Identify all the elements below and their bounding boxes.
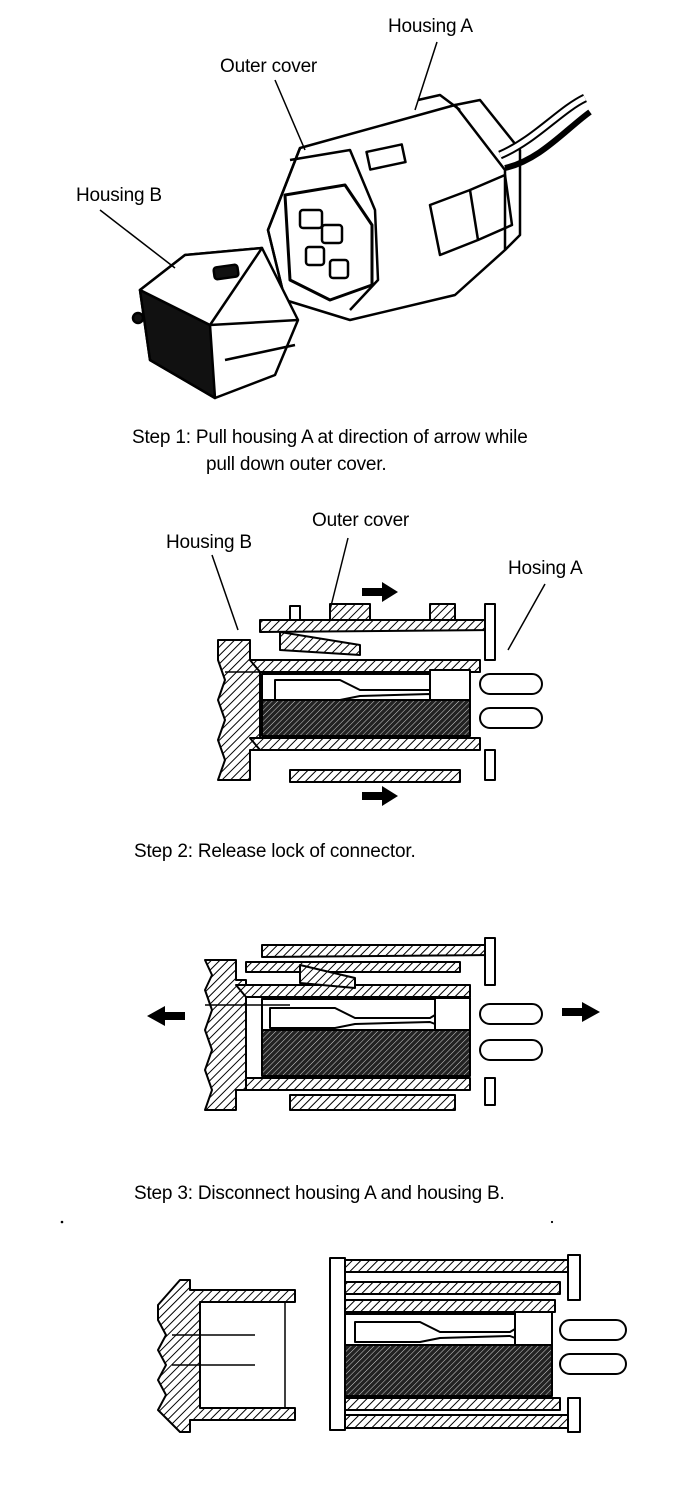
step1-line1: Step 1: Pull housing A at direction of a… [132,427,528,448]
label-housing-b: Housing B [76,185,162,206]
figure2-cross-section [211,537,546,783]
housing-a-section [329,1254,627,1433]
speck [60,1220,64,1224]
label-outer-cover: Outer cover [220,56,318,77]
step2-instruction: Step 2: Release lock of connector. [134,841,416,862]
arrow-left-icon [147,1006,185,1026]
arrow-right-icon [362,582,398,602]
speck [550,1220,554,1224]
label-outer-cover-section: Outer cover [312,510,410,531]
housing-b-3d [131,246,300,400]
label-housing-a-section: Hosing A [508,558,583,579]
step1-instruction: Step 1: Pull housing A at direction of a… [132,424,528,478]
step3-instruction: Step 3: Disconnect housing A and housing… [134,1183,505,1204]
housing-a-3d [266,93,522,322]
step1-line2: pull down outer cover. [206,454,387,475]
wire-bundle [498,93,592,171]
arrow-right-icon [562,1002,600,1022]
label-housing-a: Housing A [388,16,473,37]
figure1-3d-connector [99,41,592,400]
label-housing-b-section: Housing B [166,532,252,553]
housing-b-section [157,1279,296,1433]
figure4-disconnected [157,1254,627,1433]
figure3-cross-section [204,937,543,1111]
arrow-right-icon [362,786,398,806]
